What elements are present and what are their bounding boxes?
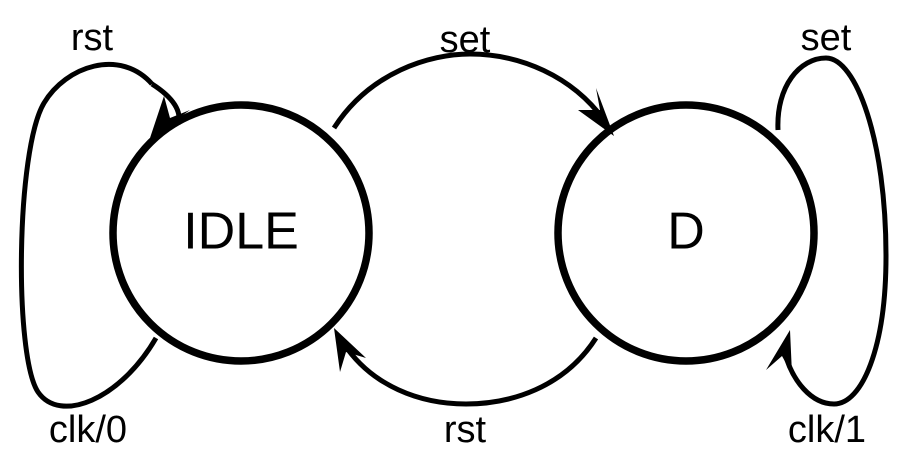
edge-label-idle-self-clk0: clk/0	[49, 409, 127, 451]
state-node-d-circle	[554, 101, 818, 365]
state-node-idle[interactable]: IDLE	[109, 101, 373, 365]
edge-idle-to-d-set-arrowhead	[578, 88, 614, 136]
edge-d-self-set-path	[775, 55, 889, 407]
state-node-d[interactable]: D	[554, 101, 818, 365]
edge-label-d-to-idle: rst	[444, 409, 487, 451]
edge-idle-to-d-set-path	[331, 51, 607, 130]
state-node-idle-label: IDLE	[183, 203, 299, 261]
edge-d-self-clk1[interactable]	[766, 330, 835, 407]
edge-label-idle-to-d: set	[440, 19, 491, 61]
edge-d-self-clk1-path	[781, 349, 835, 407]
edge-d-self-set[interactable]	[775, 55, 889, 407]
edge-label-idle-self-rst: rst	[71, 17, 114, 59]
state-node-d-label: D	[667, 203, 705, 261]
edge-d-to-idle-rst-arrowhead	[334, 328, 366, 372]
edge-idle-to-d-set[interactable]	[331, 51, 614, 136]
edge-label-d-self-clk1: clk/1	[788, 409, 866, 451]
edge-d-to-idle-rst-path	[341, 336, 599, 407]
edge-d-self-clk1-arrowhead	[766, 330, 792, 374]
state-node-idle-circle	[109, 101, 373, 365]
edge-label-d-self-set: set	[801, 17, 852, 59]
edge-idle-self-clk0[interactable]	[18, 61, 159, 409]
edge-idle-self-clk0-path	[18, 61, 159, 409]
edge-idle-self-rst-arrowhead	[150, 96, 190, 138]
edge-d-to-idle-rst[interactable]	[334, 328, 599, 407]
